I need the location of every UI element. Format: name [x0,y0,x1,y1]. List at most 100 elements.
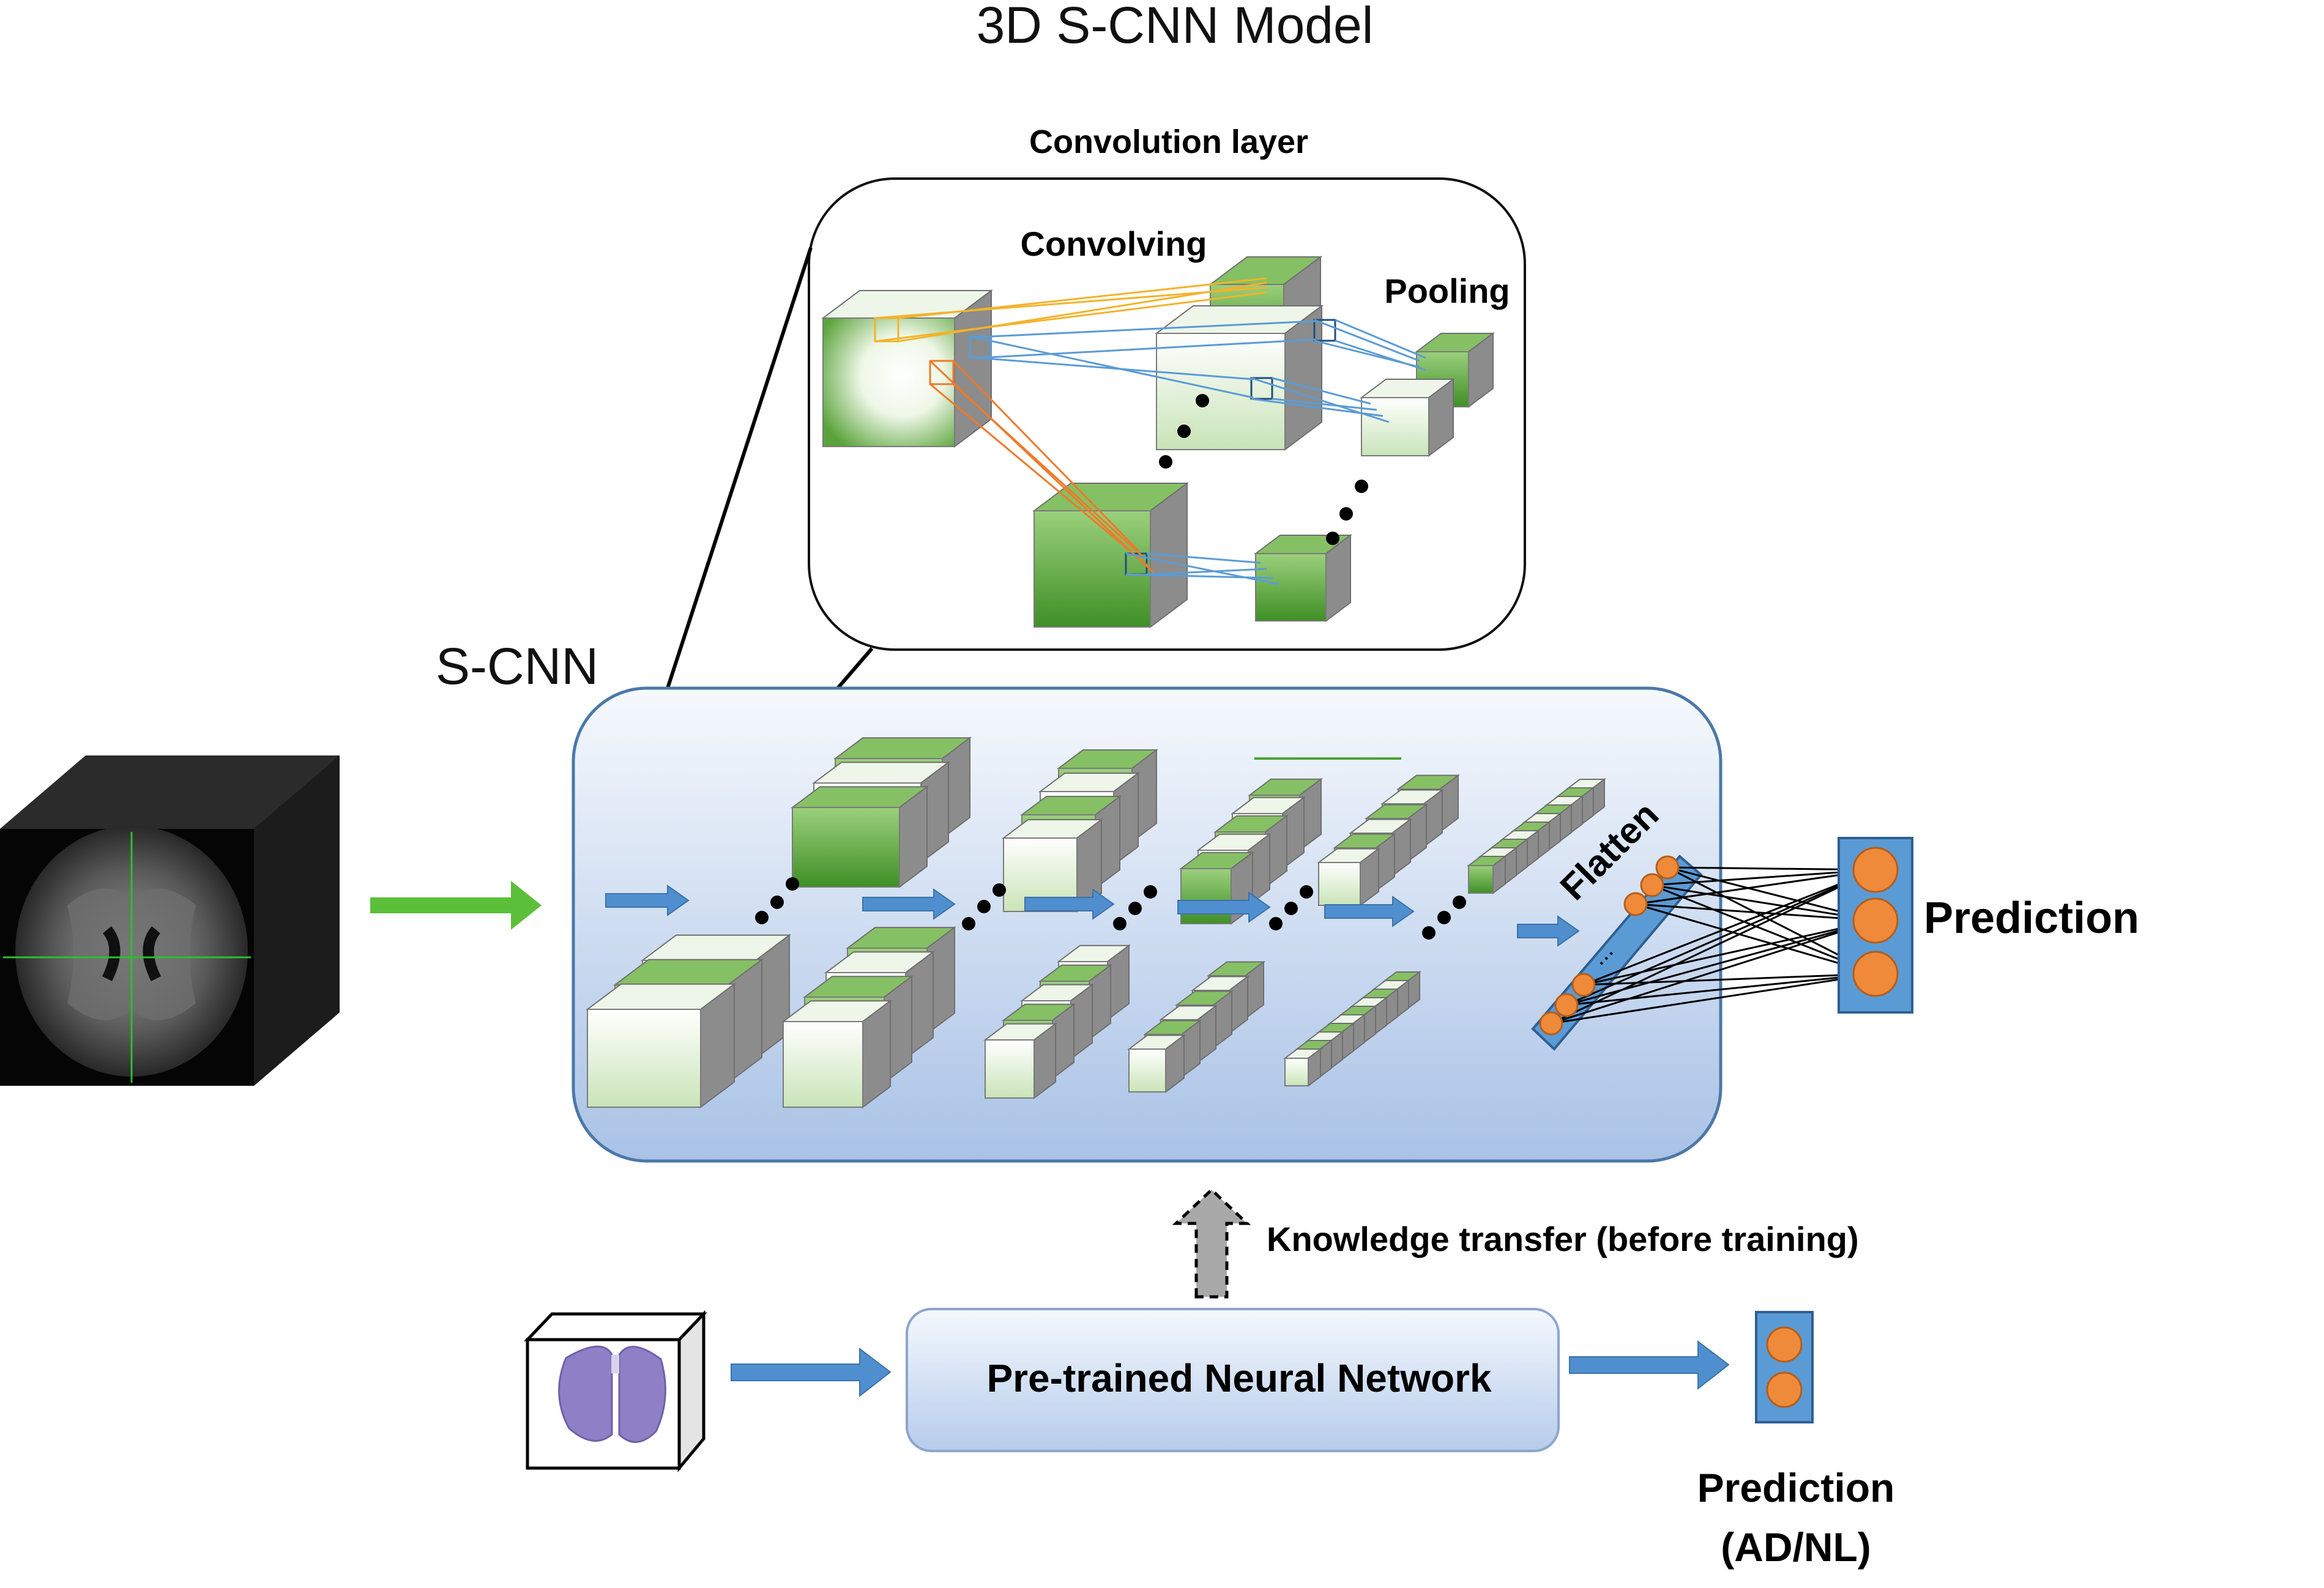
bottom-stack-1-cube [586,982,736,1108]
bottom-stack-2-cube [781,1000,892,1108]
convolving-lines-blue [969,320,1316,399]
ellipsis-dot [1128,902,1142,915]
bottom-stack-4 [1127,960,1265,1093]
pretrain-input-arrow [731,1347,892,1398]
connection-line [929,360,1154,573]
layer-arrow-4 [1177,891,1271,923]
pooling-label: Pooling [1384,272,1510,310]
top-stack-1-cube [791,785,929,888]
layer-arrow-1 [605,885,690,916]
top-stack-1 [791,736,972,888]
prediction-bottom-class-label: (AD/NL) [1721,1524,1871,1570]
pooled-map-cube-2 [1360,378,1455,457]
fc-edge [1551,973,1876,1025]
connection-line [1125,552,1279,585]
connection-line [1272,398,1377,411]
ellipsis-dot [1453,896,1466,909]
prediction-output-nodes-bottom [1755,1311,1814,1423]
connection-line [874,291,1267,343]
bottom-stack-5 [1283,971,1421,1087]
top-stack-4 [1317,774,1460,907]
receptive-box-2 [1250,377,1273,400]
connection-line [1272,377,1371,405]
input-volume-cube [821,289,993,448]
top-stack-3 [1179,777,1323,925]
prediction-bottom-label: Prediction [1697,1465,1895,1510]
ellipsis-dot [962,917,975,930]
input-arrow-green [370,881,542,930]
ellipsis-dot [1196,394,1209,407]
ellipsis-dot [993,883,1006,897]
pooled-ellipsis [1326,480,1368,545]
bottom-stack-5-cube [1283,1048,1322,1087]
fc-edge [1566,869,1876,1006]
convolution-layer-label: Convolution layer [1029,124,1308,160]
fc-edge [1566,973,1876,1006]
connection-line [990,320,1316,338]
mri-brain-cube-icon [0,755,340,1086]
top-stack-5-cube [1467,855,1507,894]
s-cnn-layers-group [586,736,1606,1108]
knowledge-transfer-label: Knowledge transfer (before training) [1267,1220,1859,1258]
segmented-brain-cube-icon [524,1310,707,1472]
ellipsis-dot [1269,917,1283,930]
connection-line [1335,319,1426,359]
ellipsis-dot [977,900,991,913]
flatten-group: ... [1531,837,1913,1051]
top-stack-4-cube [1317,847,1380,907]
prediction-output-node [1852,897,1899,944]
layer-arrow-2 [862,888,956,920]
receptive-box-1 [1313,319,1336,342]
bottom-stack-3 [983,944,1131,1099]
pooling-lines-3 [1125,552,1279,585]
connection-line [990,338,1316,358]
connection-line [1251,377,1390,423]
flatten-arrow [1517,915,1580,947]
ellipsis-dot [1284,902,1298,915]
layer-ellipsis-3 [1113,885,1157,930]
pretrained-network-label: Pre-trained Neural Network [986,1356,1492,1400]
fc-edge [1551,869,1876,1025]
connection-line [929,383,1149,567]
convolving-label: Convolving [1021,224,1207,263]
prediction-output-node [1852,951,1899,997]
flatten-node [1539,1011,1563,1036]
connection-line [969,356,1254,380]
pooling-lines-1 [1314,319,1426,371]
pretrain-output-arrow [1569,1340,1730,1390]
s-cnn-label: S-CNN [436,637,598,695]
ellipsis-dot [1437,911,1451,924]
layer-ellipsis-5 [1422,896,1466,940]
ellipsis-dot [1159,455,1172,469]
connection-line [952,360,1139,552]
fc-edge [1583,869,1876,986]
prediction-main-label: Prediction [1924,894,2139,943]
layer-arrow-3 [1024,888,1115,920]
knowledge-transfer-arrow [1172,1187,1251,1299]
connection-line [1314,319,1420,362]
layer-ellipsis-1 [755,877,799,924]
connection-line [1146,552,1261,564]
connection-line [1314,339,1420,368]
fc-edge [1583,973,1876,986]
pooling-lines-2 [1251,377,1390,423]
top-stack-2 [1002,749,1158,913]
prediction-output-node [1852,847,1899,893]
fc-edge [1551,919,1876,1025]
bottom-stack-2 [781,926,956,1108]
fc-edge [1635,903,1876,922]
ellipsis-dot [1113,917,1127,930]
connection-line [1146,568,1267,576]
layer-arrow-5 [1324,896,1415,927]
ellipsis-dot [1339,507,1353,521]
ellipsis-dot [1422,926,1436,940]
connection-line [969,335,1254,399]
convolution-detail-group [821,256,1495,628]
convolving-lines-orange [929,360,1154,573]
bottom-stack-3-cube [983,1022,1057,1099]
ellipsis-dot [1355,480,1368,493]
pretrained-network-box [906,1308,1560,1452]
ellipsis-dot [1144,885,1157,899]
fc-edge [1583,919,1876,986]
flatten-node [1623,892,1648,916]
